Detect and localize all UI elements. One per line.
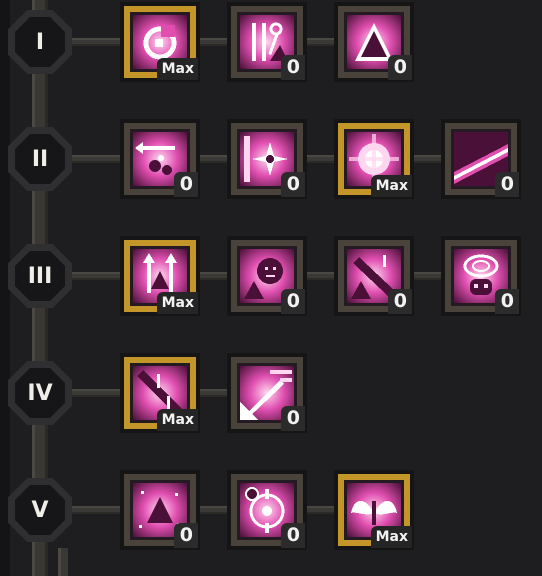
skill-level-badge: 0 [494,289,519,314]
skill-level-badge: 0 [280,289,305,314]
skill-level-badge: 0 [387,289,412,314]
tree-trunk-branch [58,548,68,576]
skill-level-badge: 0 [280,523,305,548]
skill-level-badge: 0 [387,55,412,80]
skill-level-badge: 0 [280,55,305,80]
skill-slot[interactable]: 0 [227,236,307,316]
tier-node-inner [15,251,65,301]
pink-staffs-icon [240,15,294,69]
skill-level-badge: Max [156,58,198,80]
skill-slot[interactable]: 0 [227,470,307,550]
skill-slot[interactable]: Max [120,236,200,316]
tier-row: II 0 0 Max [0,119,542,199]
tier-label: I [35,29,45,55]
skill-level-badge: Max [156,292,198,314]
skill-slot[interactable]: 0 [334,236,414,316]
skill-slot[interactable]: 0 [334,2,414,82]
pink-twin-arrows-icon [133,249,187,303]
skill-slot[interactable]: 0 [227,119,307,199]
tier-node: III [8,244,72,308]
skill-level-badge: Max [156,409,198,431]
tier-label: V [31,497,49,523]
tier-node-inner [15,134,65,184]
pink-radiance-icon [347,132,401,186]
skill-slot[interactable]: Max [334,470,414,550]
skill-level-badge: 0 [280,406,305,431]
skill-level-badge: Max [370,175,412,197]
skill-level-badge: 0 [173,172,198,197]
skill-slot[interactable]: 0 [441,236,521,316]
tier-row: IV Max 0 [0,353,542,433]
tier-connector [40,38,374,46]
skill-slot[interactable]: Max [120,2,200,82]
tier-node: I [8,10,72,74]
tier-node-inner [15,17,65,67]
tier-node-inner [15,485,65,535]
left-edge [0,0,10,576]
skill-level-badge: 0 [173,523,198,548]
skill-slot[interactable]: Max [334,119,414,199]
skill-slot[interactable]: 0 [120,119,200,199]
tier-label: II [31,146,49,172]
tier-row: III Max 0 [0,236,542,316]
tier-label: IV [27,380,53,406]
tier-node-inner [15,368,65,418]
skill-level-badge: 0 [494,172,519,197]
skill-slot[interactable]: 0 [227,2,307,82]
skill-slot[interactable]: 0 [227,353,307,433]
skill-slot[interactable]: 0 [120,470,200,550]
tier-node: V [8,478,72,542]
skill-slot[interactable]: 0 [441,119,521,199]
tier-node: IV [8,361,72,425]
tier-label: III [27,263,53,289]
tier-connector [40,506,374,514]
tier-row: V 0 0 [0,470,542,550]
skill-slot[interactable]: Max [120,353,200,433]
skill-level-badge: Max [370,526,412,548]
skill-level-badge: 0 [280,172,305,197]
tier-node: II [8,127,72,191]
tier-row: I Max 0 0 [0,2,542,82]
